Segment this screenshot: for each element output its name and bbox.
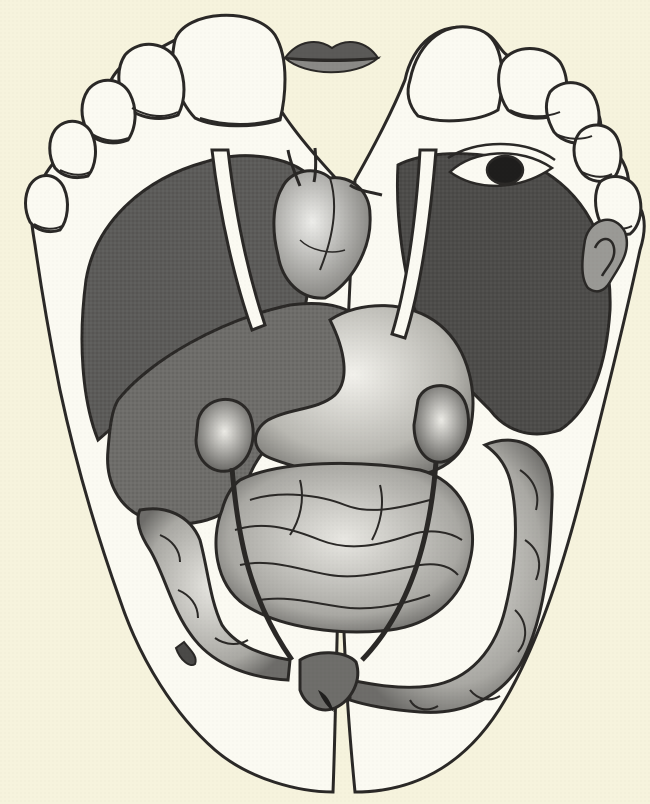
foot-organ-map (0, 0, 650, 804)
print-texture (0, 0, 650, 804)
reflexology-illustration (0, 0, 650, 804)
